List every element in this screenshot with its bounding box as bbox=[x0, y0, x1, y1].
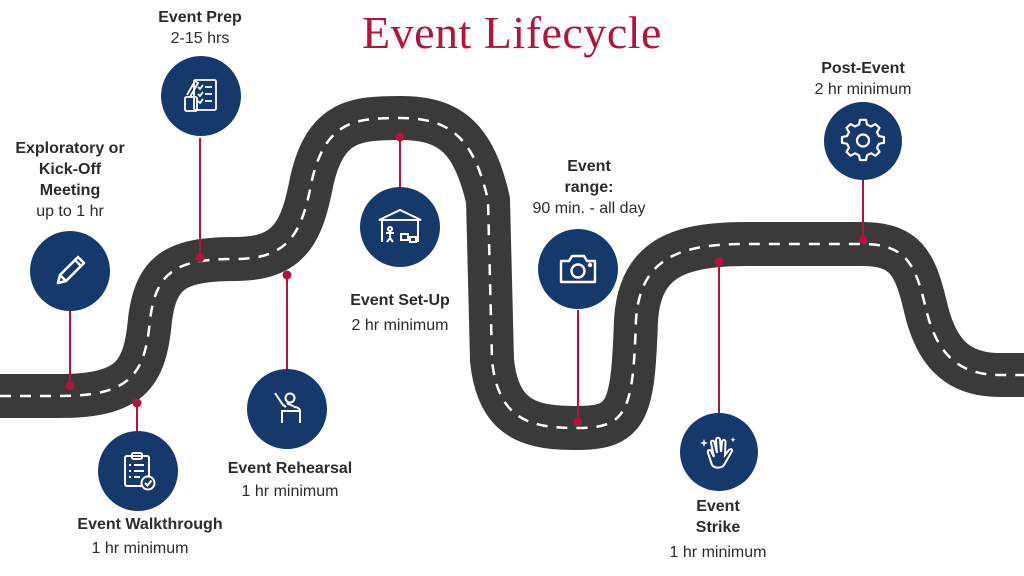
tent-setup-icon bbox=[360, 187, 440, 267]
stage-strike-detail: 1 hr minimum bbox=[669, 544, 767, 561]
road-center-line bbox=[0, 116, 1024, 430]
stage-walkthrough-detail-wrap: 1 hr minimum bbox=[60, 538, 220, 559]
stage-strike-label: Event Strike bbox=[668, 496, 768, 538]
stage-prep-detail: 2-15 hrs bbox=[170, 30, 230, 47]
stage-setup-heading: Event Set-Up bbox=[350, 292, 450, 309]
stage-rehearsal-heading: Event Rehearsal bbox=[227, 460, 353, 477]
stage-walkthrough-detail: 1 hr minimum bbox=[91, 540, 189, 557]
stage-walkthrough-heading: Event Walkthrough bbox=[77, 516, 223, 533]
dot-strike bbox=[714, 257, 724, 267]
dot-rehearsal bbox=[282, 270, 292, 280]
stage-rehearsal-detail-wrap: 1 hr minimum bbox=[207, 481, 373, 502]
stage-prep-label: Event Prep 2-15 hrs bbox=[140, 7, 260, 49]
stage-post-label: Post-Event 2 hr minimum bbox=[798, 58, 928, 100]
dot-post bbox=[858, 235, 868, 245]
stage-range-heading: Event range: bbox=[564, 158, 614, 196]
stage-kickoff-detail: up to 1 hr bbox=[36, 203, 104, 220]
dot-walkthrough bbox=[132, 398, 142, 408]
stage-rehearsal-label: Event Rehearsal bbox=[207, 458, 373, 479]
connector-dots bbox=[65, 132, 868, 427]
stage-strike-heading: Event Strike bbox=[695, 498, 741, 536]
stage-setup-label: Event Set-Up bbox=[330, 290, 470, 311]
stage-post-heading: Post-Event bbox=[821, 60, 905, 77]
cleaning-hand-icon bbox=[680, 413, 758, 491]
stage-strike-detail-wrap: 1 hr minimum bbox=[648, 542, 788, 563]
stage-post-detail: 2 hr minimum bbox=[814, 81, 912, 98]
stage-walkthrough-label: Event Walkthrough bbox=[55, 514, 245, 535]
stage-prep-heading: Event Prep bbox=[158, 9, 242, 26]
stage-kickoff-heading: Exploratory or Kick-Off Meeting bbox=[15, 140, 125, 199]
connector-lines bbox=[69, 137, 864, 440]
presenter-podium-icon bbox=[247, 369, 327, 449]
dot-kickoff bbox=[65, 381, 75, 391]
stage-range-label: Event range: 90 min. - all day bbox=[514, 156, 664, 219]
stage-range-detail: 90 min. - all day bbox=[532, 200, 646, 217]
page-title: Event Lifecycle bbox=[362, 7, 662, 58]
stage-setup-detail: 2 hr minimum bbox=[351, 317, 449, 334]
dot-setup bbox=[395, 132, 405, 142]
stage-rehearsal-detail: 1 hr minimum bbox=[241, 483, 339, 500]
stage-kickoff-label: Exploratory or Kick-Off Meeting up to 1 … bbox=[0, 138, 140, 222]
dot-range bbox=[573, 417, 583, 427]
gear-icon bbox=[824, 102, 902, 180]
checklist-document-icon bbox=[161, 56, 241, 136]
pencil-icon bbox=[30, 231, 110, 311]
dot-prep bbox=[195, 253, 205, 263]
clipboard-checklist-icon bbox=[98, 431, 178, 511]
stage-setup-detail-wrap: 2 hr minimum bbox=[330, 315, 470, 336]
camera-icon bbox=[538, 229, 618, 309]
